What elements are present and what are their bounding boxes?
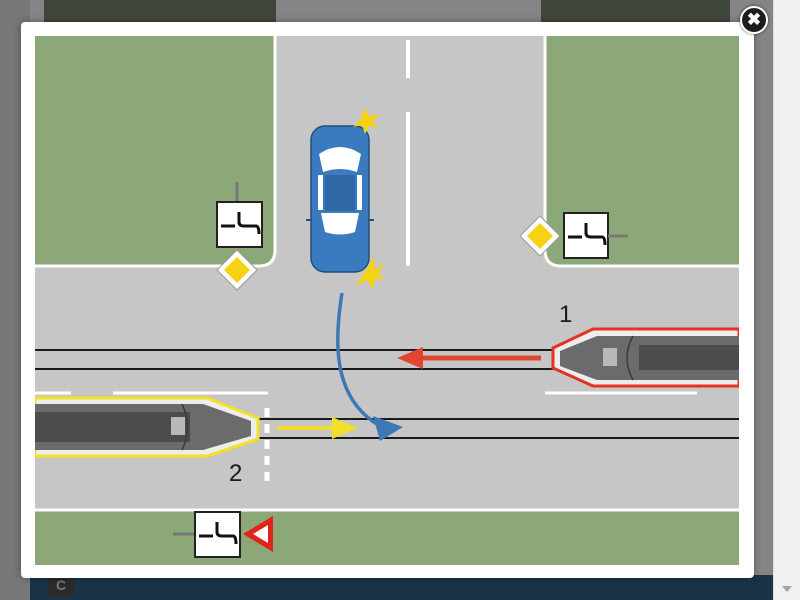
scroll-down-arrow-icon[interactable] — [782, 586, 792, 592]
turn-signal-icon — [353, 108, 380, 134]
close-button[interactable]: ✖ — [740, 6, 768, 34]
arrow-head-red — [397, 347, 423, 369]
curb-left — [35, 36, 277, 268]
tram-2-label: 2 — [229, 460, 242, 487]
arrow-head-blue — [373, 416, 403, 441]
blue-car — [306, 125, 374, 273]
grass-bottom — [35, 510, 739, 565]
tram-1 — [551, 327, 739, 388]
background-bottom-bar — [30, 575, 775, 600]
sign-group-top-right — [519, 212, 628, 259]
arrow-head-yellow — [332, 417, 358, 439]
background-bottom-icon: C — [48, 574, 74, 596]
tram-1-label: 1 — [559, 301, 572, 328]
lightbox-modal: 1 2 — [21, 22, 754, 578]
background-thumbnail — [44, 0, 276, 22]
traffic-scene-illustration: 1 2 — [35, 36, 739, 565]
background-thumbnail — [541, 0, 730, 22]
car-path-arrow — [335, 292, 381, 428]
page-scrollbar[interactable] — [773, 0, 800, 600]
tram-2 — [35, 396, 260, 458]
turn-signal-icon — [355, 256, 387, 289]
sign-group-bottom — [173, 511, 273, 558]
close-icon: ✖ — [746, 10, 762, 29]
sign-group-top-left — [216, 182, 263, 291]
